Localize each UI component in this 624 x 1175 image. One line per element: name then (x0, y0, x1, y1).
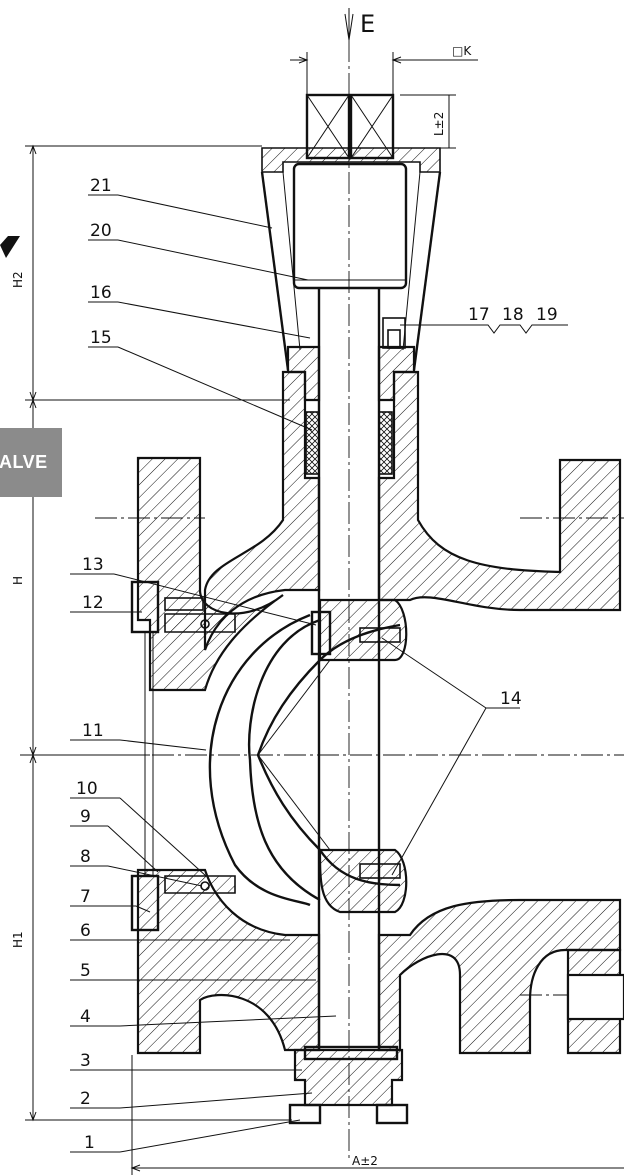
part-number: 19 (536, 305, 558, 325)
dimension-h: H (11, 576, 25, 585)
coupling (292, 162, 408, 290)
dimension-lines (25, 144, 624, 1175)
part-number: 4 (80, 1007, 91, 1027)
bracket (260, 147, 442, 371)
part-number: 13 (82, 555, 104, 575)
view-arrow-label: E (360, 10, 375, 38)
part-number: 17 (468, 305, 490, 325)
packing-left (305, 411, 320, 475)
part-number: 14 (500, 689, 522, 709)
part-number: 3 (80, 1051, 91, 1071)
part-number: 2 (80, 1089, 91, 1109)
part-number: 5 (80, 961, 91, 981)
square-size-label: □K (452, 44, 472, 58)
part-number: 18 (502, 305, 524, 325)
view-arrow (344, 8, 354, 41)
part-number: 20 (90, 221, 112, 241)
watermark-slash (0, 236, 20, 258)
part-number: 8 (80, 847, 91, 867)
part-number: 9 (80, 807, 91, 827)
part-number: 16 (90, 283, 112, 303)
dimension-a: A±2 (352, 1154, 378, 1168)
watermark-text: ALVE (0, 452, 48, 472)
part-leaders (70, 194, 568, 1153)
part-number: 15 (90, 328, 112, 348)
part-number: 21 (90, 176, 112, 196)
length-tolerance-label: L±2 (432, 112, 446, 136)
part-number: 10 (76, 779, 98, 799)
part-number-labels: 21 20 16 15 17 18 19 13 12 14 11 10 9 8 … (76, 176, 558, 1153)
dimension-h2: H2 (11, 271, 25, 288)
part-number: 11 (82, 721, 104, 741)
watermark-badge: ALVE (0, 428, 62, 497)
dimension-h1: H1 (11, 931, 25, 948)
part-number: 6 (80, 921, 91, 941)
v-ball (208, 598, 408, 914)
packing-right (378, 411, 393, 475)
part-number: 7 (80, 887, 91, 907)
bottom-cover (288, 1045, 409, 1125)
part-number: 12 (82, 593, 104, 613)
part-number: 1 (84, 1133, 95, 1153)
